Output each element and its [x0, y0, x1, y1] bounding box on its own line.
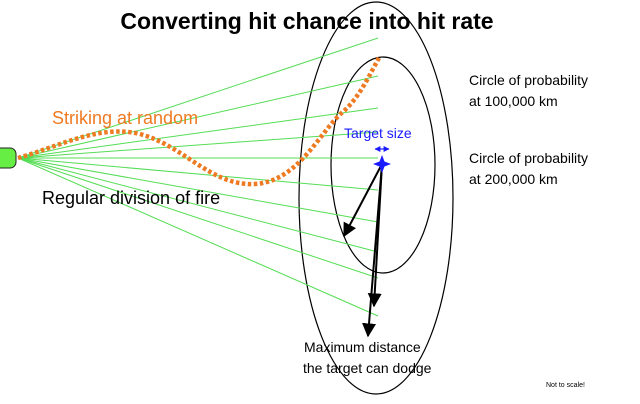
fire-line [17, 157, 379, 317]
outer-probability-circle [298, 1, 454, 395]
circle-100000km-line1: Circle of probability [469, 72, 589, 88]
circle-100000km-line2: at 100,000 km [469, 93, 558, 109]
random-striking-path [17, 54, 382, 187]
dodge-arrow-long [362, 163, 383, 338]
circle-200000km-line1: Circle of probability [469, 150, 589, 166]
circle-200000km-label: Circle of probability at 200,000 km [469, 148, 588, 190]
dodge-arrow-short [343, 163, 383, 238]
target-size-label: Target size [344, 125, 412, 141]
fire-line [17, 157, 379, 279]
regular-division-of-fire-label: Regular division of fire [42, 188, 221, 208]
fire-line [17, 157, 379, 223]
max-dodge-label: Maximum distance the target can dodge [303, 337, 431, 379]
fire-line [17, 157, 379, 253]
circle-100000km-label: Circle of probability at 100,000 km [469, 70, 588, 112]
circle-200000km-line2: at 200,000 km [469, 171, 558, 187]
page-title: Converting hit chance into hit rate [120, 8, 494, 34]
inner-probability-circle [330, 56, 436, 274]
gun-icon [0, 147, 17, 169]
max-dodge-line1: Maximum distance [304, 339, 421, 355]
regular-fire-lines [17, 37, 379, 317]
max-dodge-line2: the target can dodge [303, 360, 432, 376]
fire-line [17, 107, 379, 159]
fire-line [17, 157, 379, 191]
target-star-icon [373, 155, 391, 173]
not-to-scale-note: Not to scale! [546, 382, 585, 389]
fire-line [17, 131, 379, 159]
striking-at-random-label: Striking at random [52, 108, 199, 128]
fire-line [17, 75, 379, 159]
